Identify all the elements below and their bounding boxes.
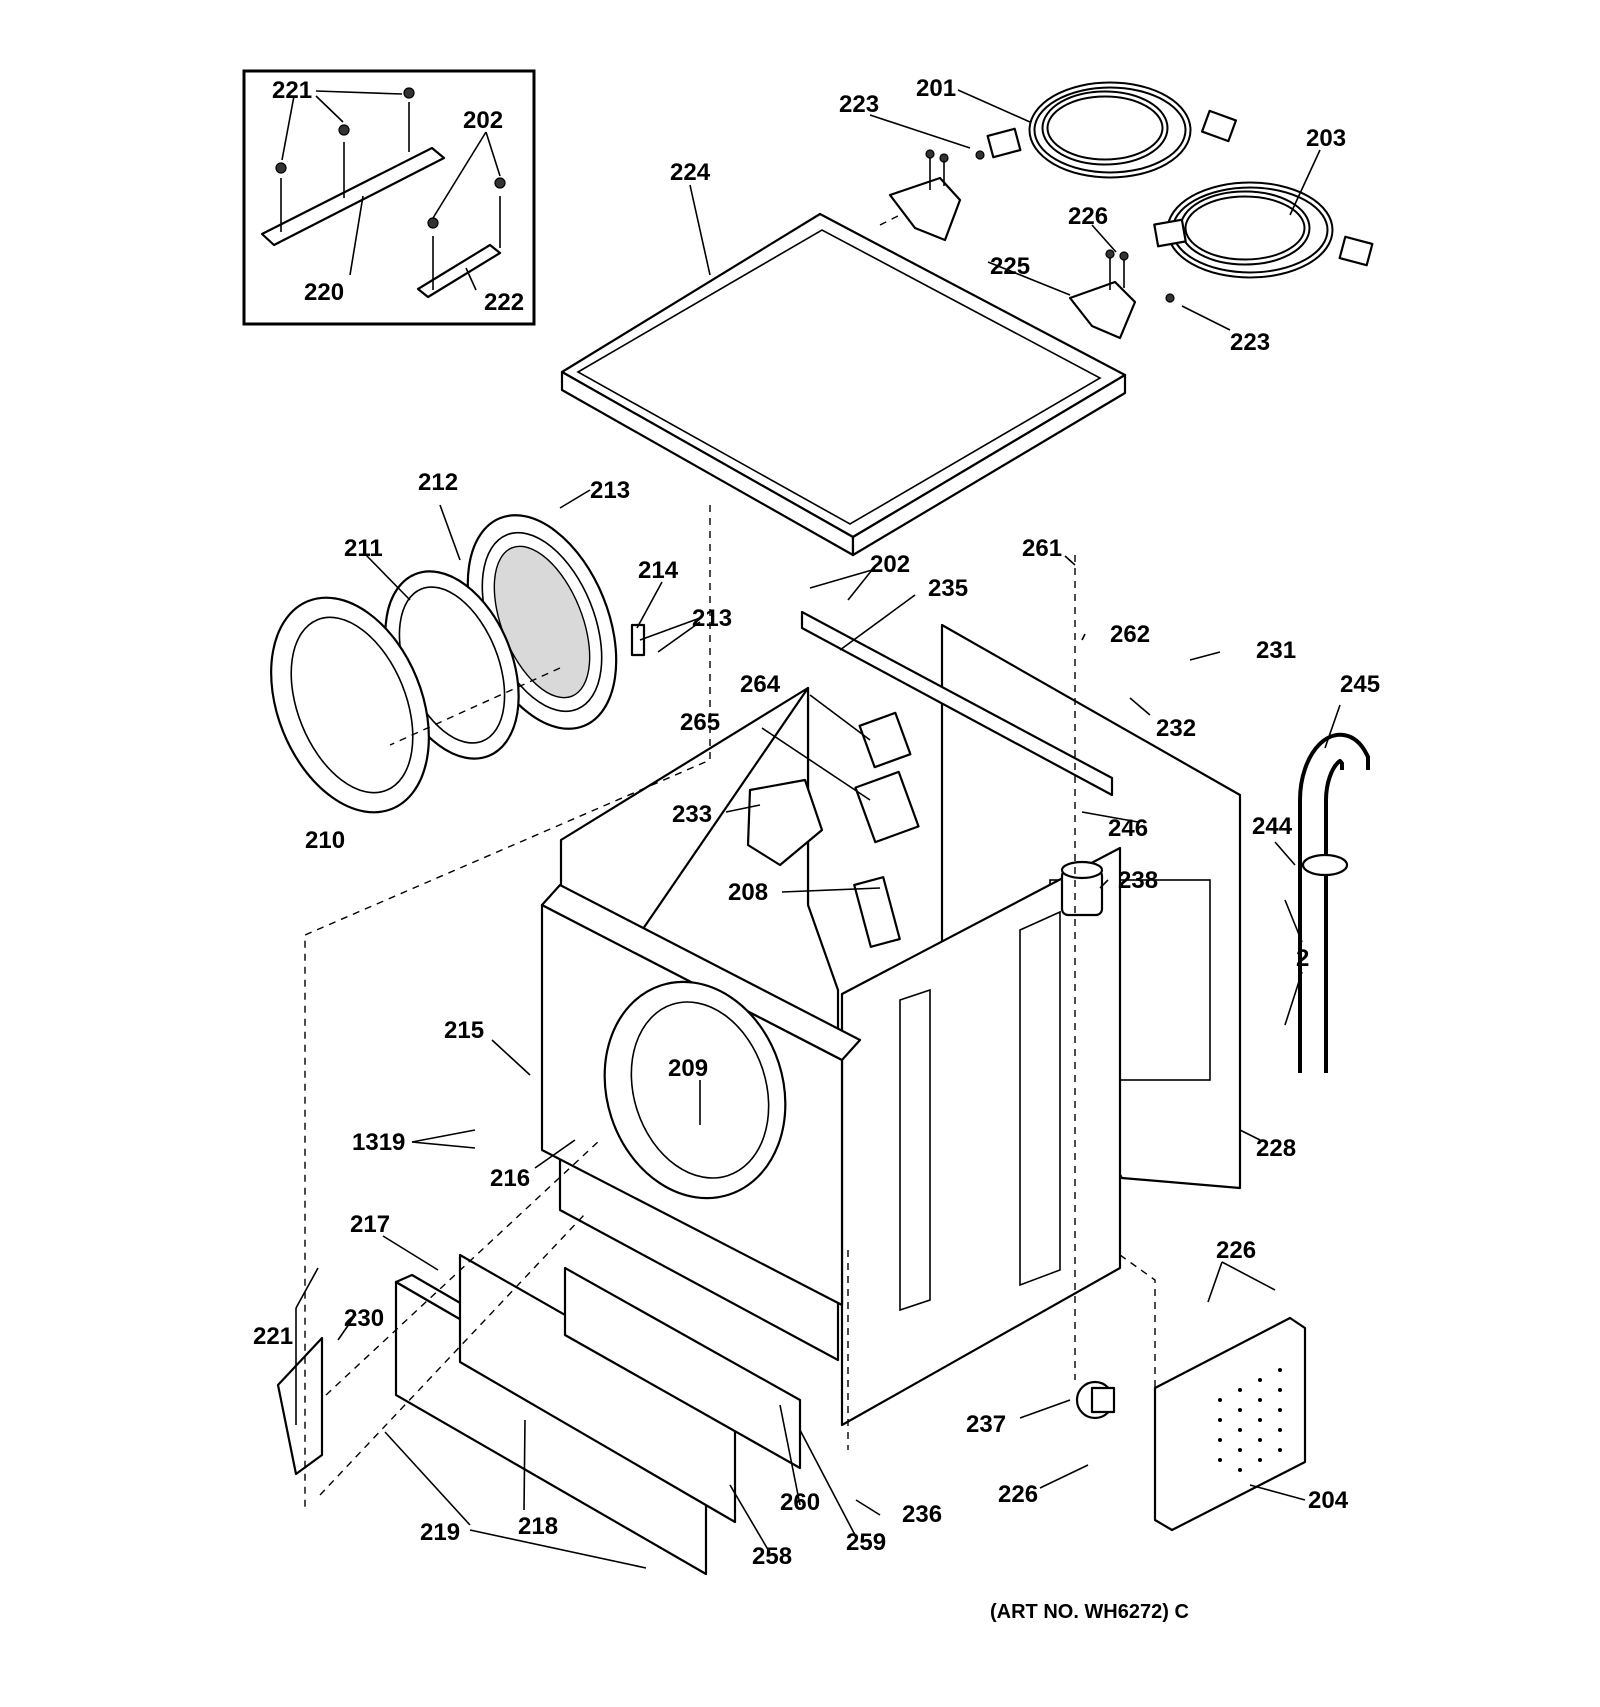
callout-258: 258 (752, 1543, 792, 1570)
internal-components (746, 711, 920, 948)
top-brackets-225 (888, 149, 1175, 340)
callout-244: 244 (1252, 813, 1293, 840)
callout-262: 262 (1110, 621, 1150, 648)
inlet-hose-201 (986, 81, 1238, 179)
callout-223: 223 (839, 91, 879, 118)
inset-hardware-box (242, 69, 536, 326)
door-assembly (270, 514, 646, 814)
callout-203: 203 (1306, 125, 1346, 152)
callout-leaders (281, 89, 1341, 1569)
callout-labels: 221 202 220 222 201 223 203 224 226 225 … (253, 75, 1380, 1623)
callout-212: 212 (418, 469, 458, 496)
callout-264: 264 (740, 671, 781, 698)
callout-231: 231 (1256, 637, 1296, 664)
callout-224: 224 (670, 159, 711, 186)
callout-238: 238 (1118, 867, 1158, 894)
callout-216: 216 (490, 1165, 530, 1192)
top-panel-224 (560, 212, 1127, 557)
callout-246: 246 (1108, 815, 1148, 842)
callout-204: 204 (1308, 1487, 1349, 1514)
pump-parts (1060, 733, 1370, 1420)
callout-225: 225 (990, 253, 1030, 280)
callout-202: 202 (870, 551, 910, 578)
callout-211: 211 (344, 535, 383, 562)
callout-237: 237 (966, 1411, 1006, 1438)
lower-cover-204 (1153, 1316, 1307, 1532)
callout-218: 218 (518, 1513, 558, 1540)
callout-259: 259 (846, 1529, 886, 1556)
callout-213: 213 (692, 605, 732, 632)
inlet-hose-203 (1153, 181, 1374, 279)
callout-217: 217 (350, 1211, 390, 1238)
callout-208: 208 (728, 879, 768, 906)
callout-232: 232 (1156, 715, 1196, 742)
callout-215: 215 (444, 1017, 484, 1044)
callout-236: 236 (902, 1501, 942, 1528)
art-number-caption: (ART NO. WH6272) C (990, 1601, 1189, 1623)
callout-235: 235 (928, 575, 968, 602)
callout-265: 265 (680, 709, 720, 736)
callout-219: 219 (420, 1519, 460, 1546)
callout-220: 220 (304, 279, 344, 306)
rear-rail-235 (800, 610, 1114, 797)
callout-226: 226 (1216, 1237, 1256, 1264)
callout-261: 261 (1022, 535, 1062, 562)
callout-210: 210 (305, 827, 345, 854)
bottom-parts (276, 1253, 802, 1576)
callout-221: 221 (253, 1323, 293, 1350)
callout-230: 230 (344, 1305, 384, 1332)
callout-226: 226 (1068, 203, 1108, 230)
assembly-guide-lines (304, 214, 1156, 1520)
callout-213: 213 (590, 477, 630, 504)
callout-221: 221 (272, 77, 312, 104)
callout-1319: 1319 (352, 1129, 405, 1156)
part-222-strip (416, 243, 502, 299)
callout-228: 228 (1256, 1135, 1296, 1162)
callout-245: 245 (1340, 671, 1380, 698)
callout-260: 260 (780, 1489, 820, 1516)
callout-233: 233 (672, 801, 712, 828)
callout-222: 222 (484, 289, 524, 316)
callout-202: 202 (463, 107, 503, 134)
callout-209: 209 (668, 1055, 708, 1082)
callout-214: 214 (638, 557, 679, 584)
callout-223: 223 (1230, 329, 1270, 356)
part-220-strip (260, 146, 446, 247)
callout-226: 226 (998, 1481, 1038, 1508)
callout-2: 2 (1296, 945, 1309, 972)
callout-201: 201 (916, 75, 956, 102)
